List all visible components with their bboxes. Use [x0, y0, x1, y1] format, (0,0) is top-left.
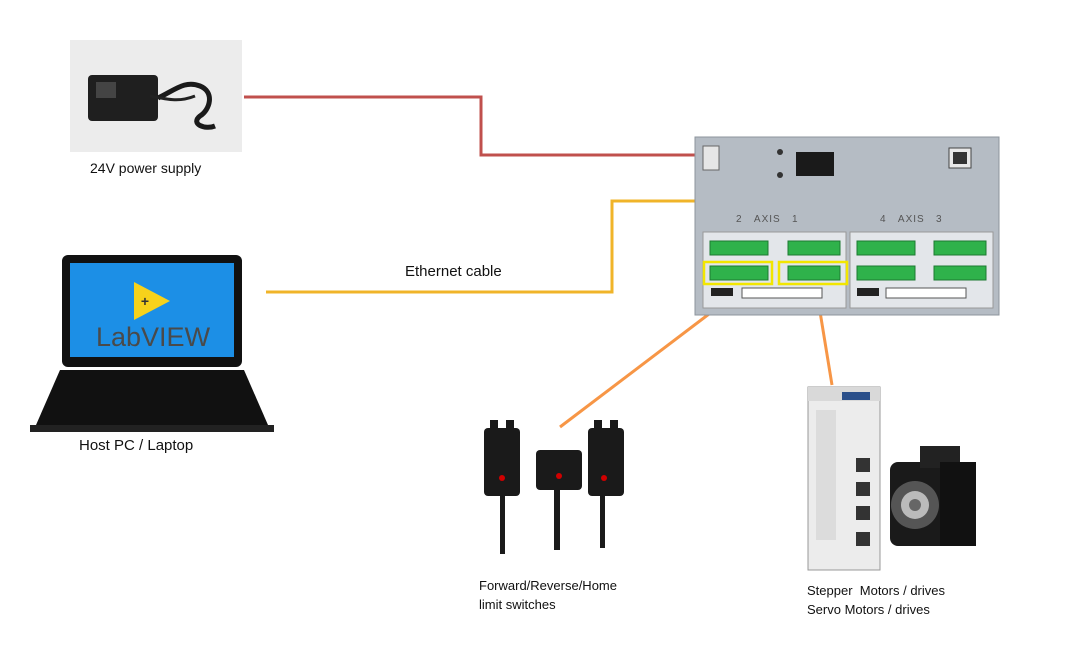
axis-right-labels: 4 AXIS 3 — [880, 214, 943, 225]
labview-logo-icon — [134, 282, 170, 320]
svg-text:+: + — [141, 293, 149, 309]
limit-switches-label: Forward/Reverse/Home limit switches — [479, 576, 617, 614]
power-supply-image — [70, 40, 242, 152]
motion-controller — [694, 136, 1000, 316]
axis-1-highlight — [777, 260, 849, 286]
power-supply-label: 24V power supply — [90, 160, 202, 176]
limit-switches-image — [484, 420, 624, 554]
axis-left-word: AXIS — [753, 214, 781, 225]
limit-switches-label-line2: limit switches — [479, 597, 556, 612]
motors-label-line2: Servo Motors / drives — [807, 602, 930, 617]
laptop: + — [30, 255, 274, 432]
axis-2-highlight — [702, 260, 774, 286]
axis-1-number: 1 — [792, 214, 799, 225]
host-pc-label: Host PC / Laptop — [79, 437, 194, 454]
axis-4-number: 4 — [880, 214, 887, 225]
motors-label-line1: Stepper Motors / drives — [807, 583, 945, 598]
motors-label: Stepper Motors / drives Servo Motors / d… — [807, 581, 945, 619]
labview-screen-text: LabVIEW — [96, 322, 211, 352]
limit-switches-label-line1: Forward/Reverse/Home — [479, 578, 617, 593]
axis-2-number: 2 — [736, 214, 743, 225]
axis-3-number: 3 — [936, 214, 943, 225]
power-cable — [244, 95, 708, 157]
servo-drive-image — [807, 386, 881, 571]
ethernet-cable-label: Ethernet cable — [405, 263, 502, 280]
axis-right-word: AXIS — [897, 214, 925, 225]
axis-left-labels: 2 AXIS 1 — [736, 214, 799, 225]
servo-motor-image — [890, 446, 976, 546]
